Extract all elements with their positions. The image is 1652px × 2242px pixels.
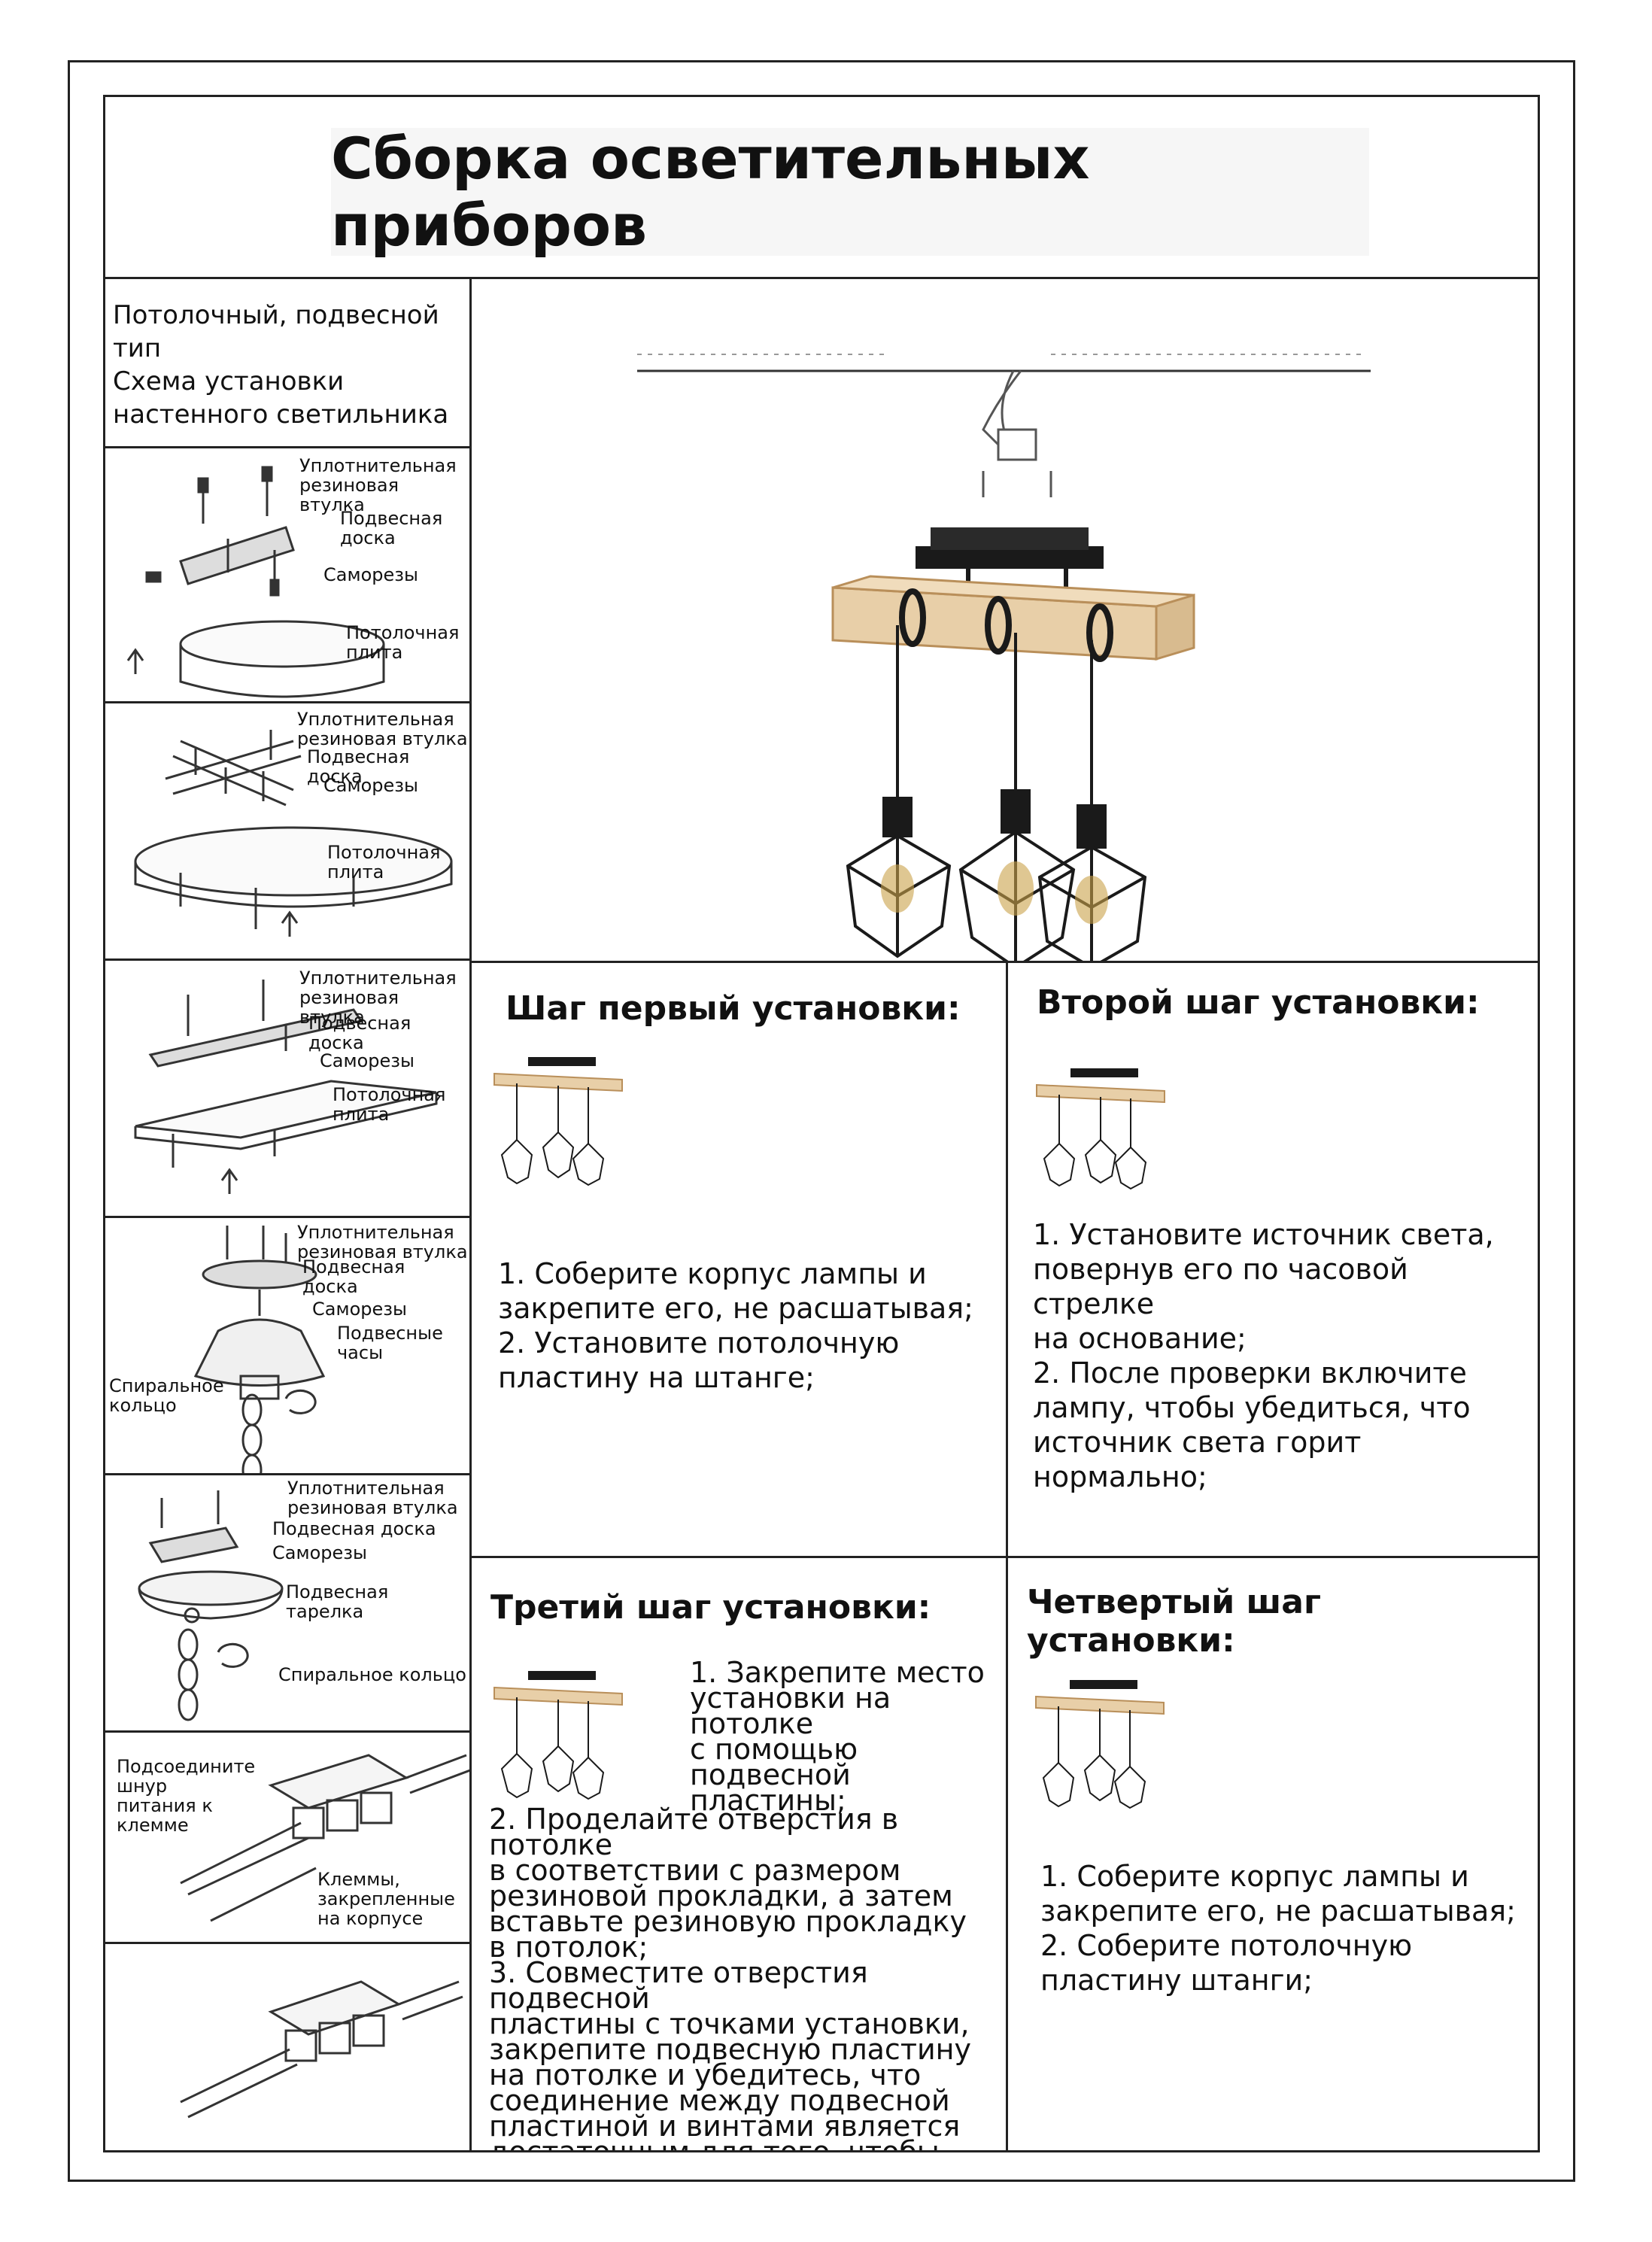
sidebar-header-text: Потолочный, подвесной тип Схема установк… [113, 300, 449, 430]
label-rubber-sleeve-4: Уплотнительная резиновая втулка [297, 1222, 468, 1262]
label-ceiling-plate-2: Потолочная плита [327, 842, 441, 883]
step4-text: 1. Соберите корпус лампы и закрепите его… [1040, 1860, 1516, 1997]
step4-cell: Четвертый шаг установки: 1. Соберите кор… [1006, 1556, 1540, 2152]
label-ceiling-plate-1: Потолочная плита [346, 622, 460, 663]
label-rubber-sleeve-3: Уплотнительная резиновая втулка [299, 968, 457, 1028]
label-hanging-board-4: Подвесная доска [302, 1256, 405, 1297]
diagram-bracket-round-plate: Уплотнительная резиновая втулка Подвесна… [103, 446, 472, 703]
step1-heading: Шаг первый установки: [506, 989, 961, 1028]
label-screws-3: Саморезы [320, 1050, 415, 1071]
step1-cell: Шаг первый установки: 1. Соберите корпус… [469, 961, 1008, 1558]
label-connect-cord-6: Подсоедините шнур питания к клемме [117, 1756, 256, 1836]
label-screws-4: Саморезы [312, 1299, 407, 1320]
label-hanging-board-2: Подвесная доска [307, 746, 410, 787]
dish-chain-drawing [138, 1490, 284, 1721]
step1-lamp-thumbnail [493, 1057, 623, 1186]
label-screws-1: Саморезы [323, 564, 418, 585]
bracket-round-plate-drawing [126, 466, 385, 698]
pendant-lamp-illustration [637, 354, 1371, 961]
canopy-chain-drawing [193, 1226, 326, 1473]
label-spiral-ring-4: Спиральное кольцо [109, 1375, 224, 1416]
diagram-dish-chain: Уплотнительная резиновая втулка Подвесна… [103, 1473, 472, 1733]
step3-text-b: 2. Проделайте отверстия в потолке в соот… [489, 1803, 971, 2152]
terminal-wiring-drawing [180, 1754, 469, 1922]
label-hanging-board-1: Подвесная доска [340, 508, 443, 548]
label-ceiling-plate-3: Потолочная плита [333, 1084, 446, 1125]
diagram-canopy-chain: Уплотнительная резиновая втулка Подвесна… [103, 1216, 472, 1475]
linear-bracket-plate-drawing [134, 980, 438, 1194]
label-rubber-sleeve-5: Уплотнительная резиновая втулка [287, 1478, 458, 1518]
diagram-linear-bracket-plate: Уплотнительная резиновая втулка Подвесна… [103, 958, 472, 1218]
label-hanging-board-3: Подвесная доска [308, 1013, 411, 1053]
diagram-terminal-connection [103, 1942, 472, 2152]
main-illustration-cell [469, 277, 1540, 963]
label-hanging-dish-5: Подвесная тарелка [286, 1581, 389, 1622]
label-rubber-sleeve-1: Уплотнительная резиновая втулка [299, 455, 457, 515]
step1-text: 1. Соберите корпус лампы и закрепите его… [498, 1257, 973, 1394]
step3-lamp-thumbnail [493, 1671, 623, 1800]
step2-heading: Второй шаг установки: [1037, 983, 1480, 1022]
step2-cell: Второй шаг установки: 1. Установите исто… [1006, 961, 1540, 1558]
diagram-cross-bracket-plate: Уплотнительная резиновая втулка Подвесна… [103, 701, 472, 961]
terminal-connection-drawing [180, 1980, 463, 2119]
cross-bracket-plate-drawing [134, 730, 453, 937]
step2-lamp-thumbnail [1036, 1068, 1165, 1190]
label-spiral-ring-5: Спиральное кольцо [278, 1664, 466, 1685]
page-title: Сборка осветительных приборов [331, 125, 1369, 259]
step3-heading: Третий шаг установки: [490, 1588, 931, 1627]
step4-heading: Четвертый шаг установки: [1027, 1583, 1321, 1660]
label-hanging-board-5: Подвесная доска [272, 1518, 436, 1539]
page-outer-border [68, 60, 1575, 2182]
label-terminals-6: Клеммы, закрепленные на корпусе [317, 1869, 455, 1929]
step3-cell: Третий шаг установки: 1. Закрепите место… [469, 1556, 1008, 2152]
label-screws-5: Саморезы [272, 1542, 367, 1563]
diagram-terminal-wiring: Подсоедините шнур питания к клемме Клемм… [103, 1730, 472, 1944]
label-screws-2: Саморезы [323, 775, 418, 796]
step2-text: 1. Установите источник света, повернув е… [1033, 1218, 1494, 1493]
step4-lamp-thumbnail [1035, 1680, 1165, 1809]
label-hanging-clock-4: Подвесные часы [337, 1323, 443, 1363]
label-rubber-sleeve-2: Уплотнительная резиновая втулка [297, 709, 468, 749]
sidebar-header-cell: Потолочный, подвесной тип Схема установк… [103, 277, 472, 448]
step3-text-a: 1. Закрепите место установки на потолке … [690, 1656, 985, 1817]
